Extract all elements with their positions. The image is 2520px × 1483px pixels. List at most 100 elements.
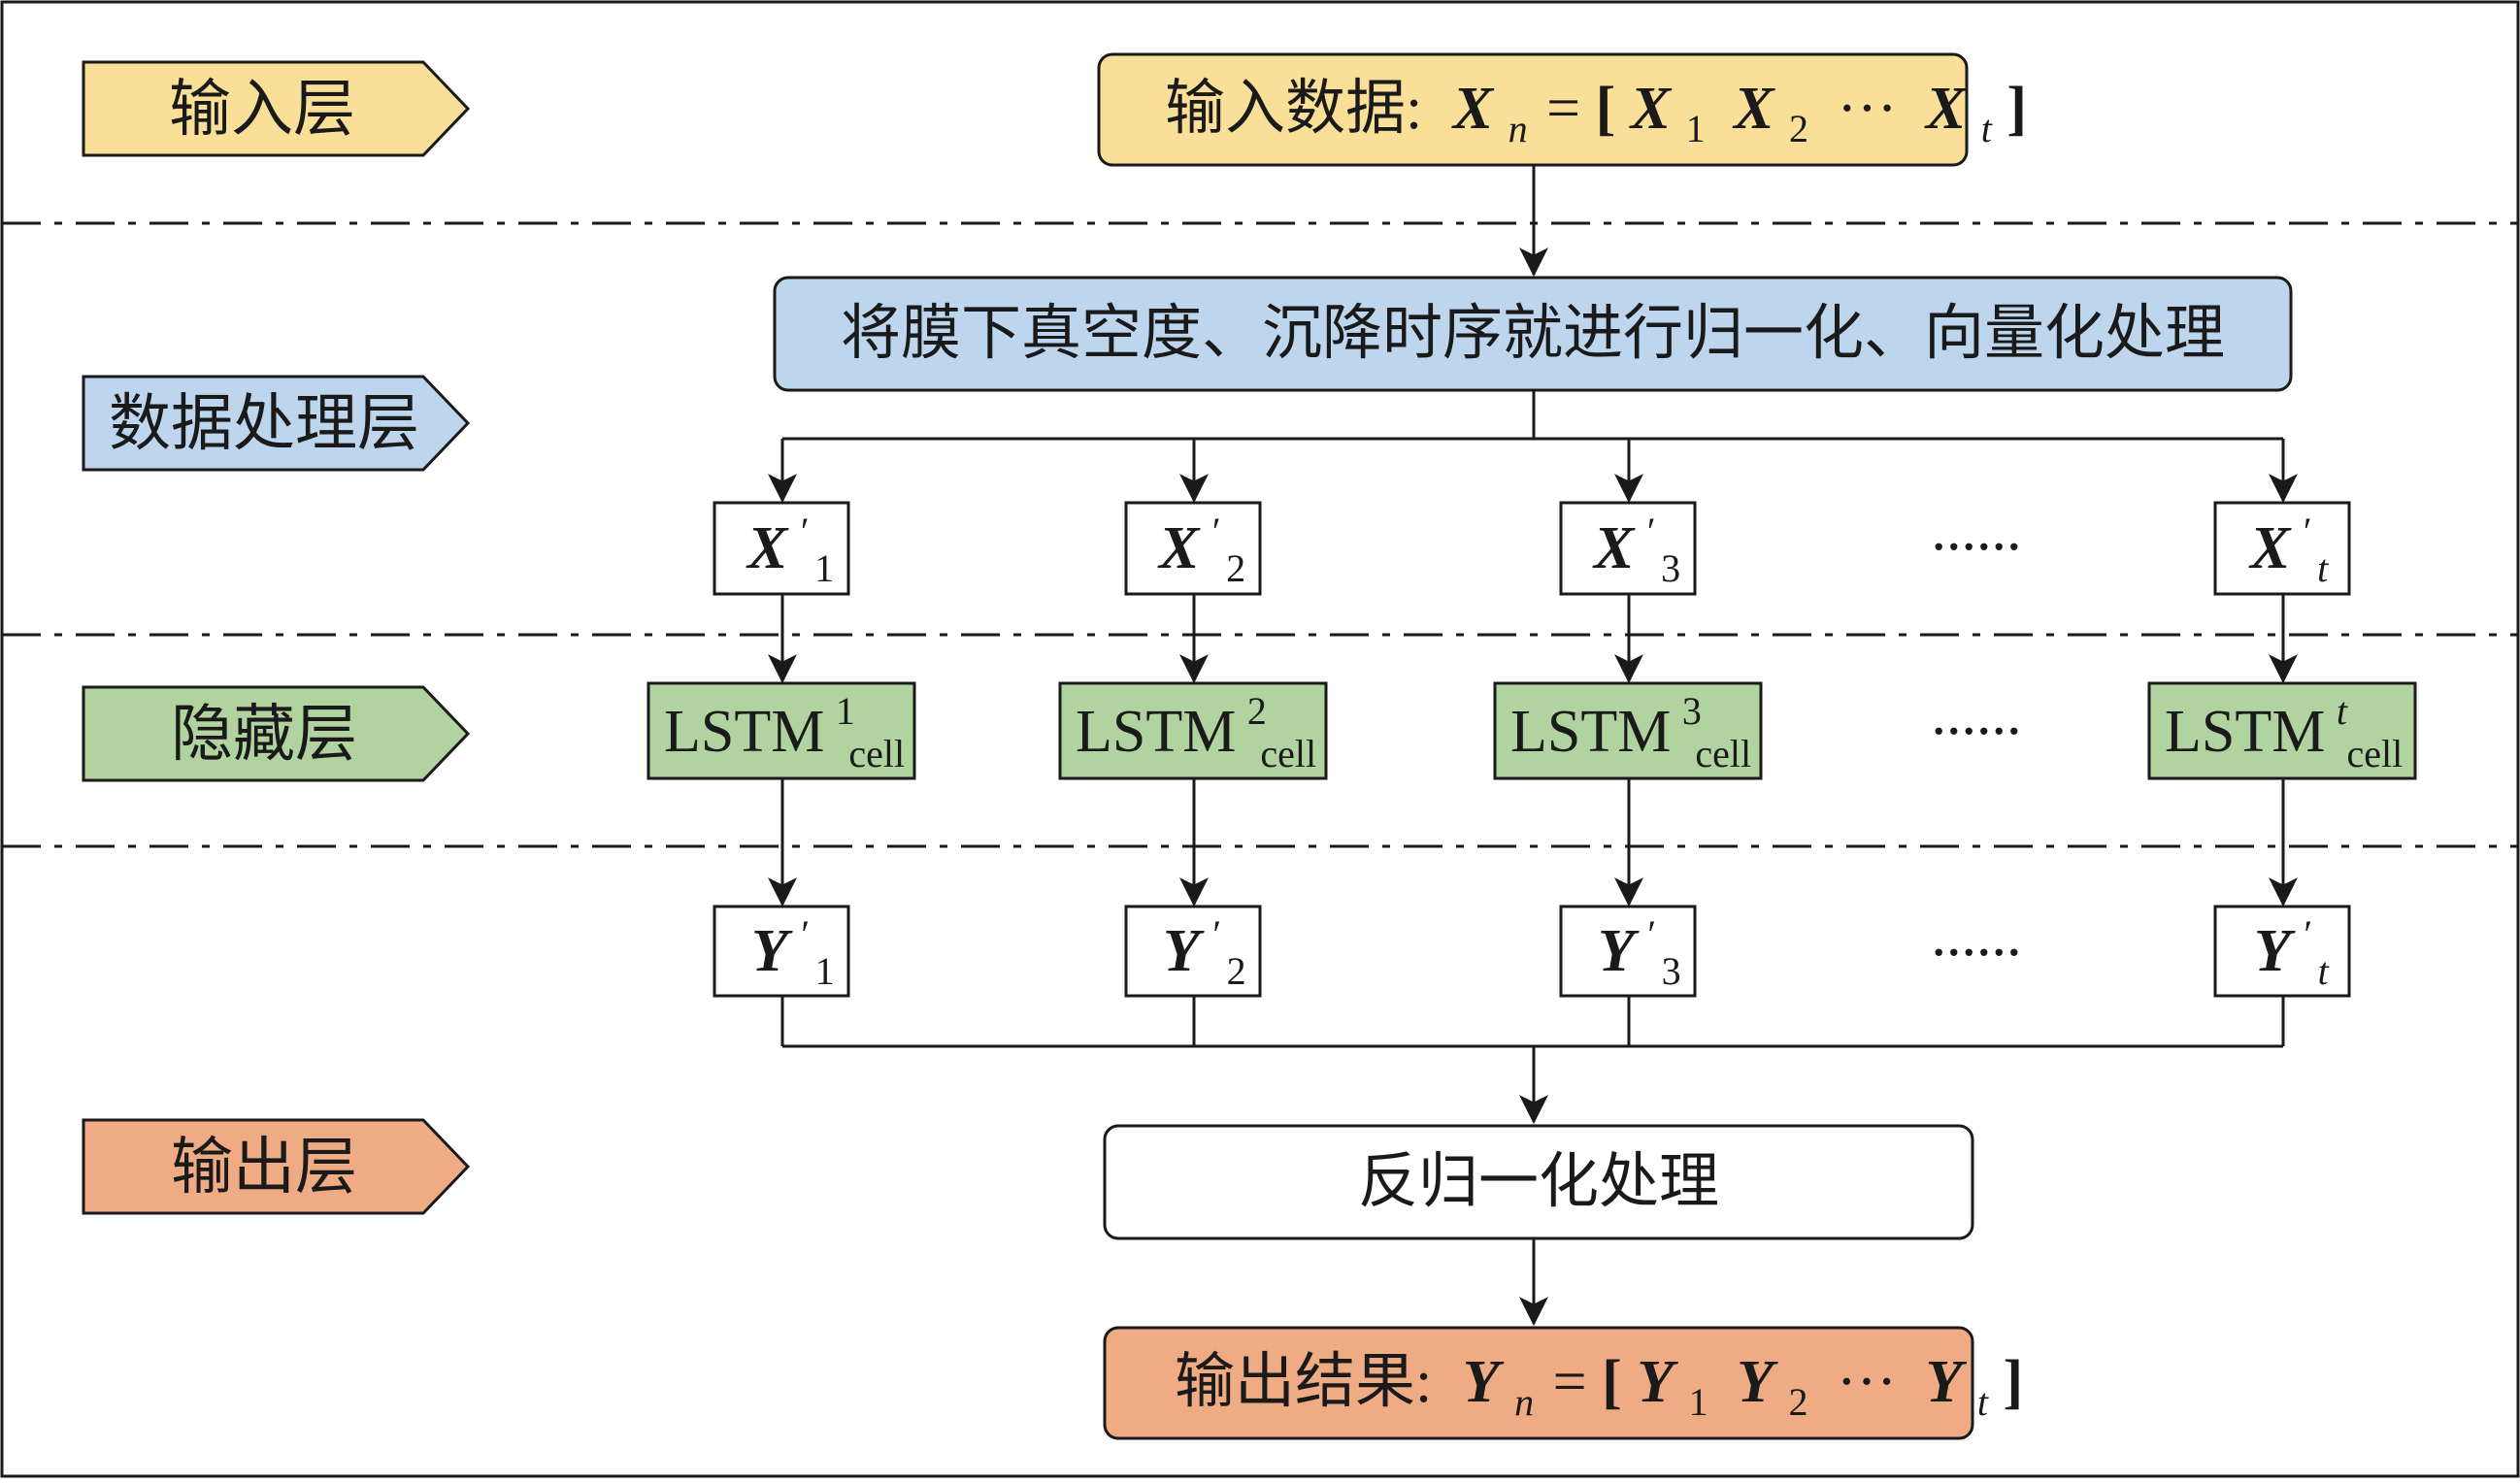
lstm-cell-t-box — [2147, 681, 2417, 780]
lstm-cell-3-sub: cell — [1695, 732, 1751, 775]
output-yt: Y — [1925, 1349, 1967, 1415]
y-node-2-box — [1124, 905, 1262, 998]
input-eq: = — [1546, 76, 1580, 142]
x-node-3-box — [1559, 501, 1697, 596]
x-node-3-label: X ′ 3 — [1592, 492, 1680, 590]
x-node-3-sub: 3 — [1661, 546, 1680, 590]
output-rbr: ] — [2003, 1349, 2023, 1415]
lstm-cell-3-text: LSTM — [1510, 699, 1671, 765]
y-node-t-var: Y — [2254, 918, 2296, 984]
x-node-2-label: X ′ 2 — [1157, 492, 1245, 590]
lstm-cell-1-box — [647, 681, 916, 780]
lstm-cell-2: LSTM 2 cell — [1058, 672, 1328, 780]
processing-box: 将膜下真空度、沉降时序就进行归一化、向量化处理 — [773, 276, 2293, 392]
input-data-formula: 输入数据: X n = [ X 1 X 2 ··· X t ] — [1165, 76, 2027, 155]
output-y2-sub: 2 — [1788, 1380, 1807, 1424]
output-layer-tag-shape — [82, 1118, 471, 1215]
input-xt: X — [1924, 76, 1968, 142]
lstm-cell-t-sup: t — [2337, 689, 2348, 733]
input-dots: ··· — [1837, 76, 1897, 142]
merge-lines — [780, 996, 2285, 1125]
lstm-cell-3-box — [1493, 681, 1763, 780]
processing-layer-label: 数据处理层 — [109, 389, 419, 458]
layer-label-output: 输出层 — [82, 1118, 471, 1215]
output-y2: Y — [1737, 1349, 1778, 1415]
output-var: Y — [1463, 1349, 1505, 1415]
x-node-3: X ′ 3 — [1559, 492, 1697, 596]
x-node-t-label: X ′ t — [2248, 492, 2329, 590]
layer-label-processing: 数据处理层 — [82, 375, 471, 472]
input-layer-label: 输入层 — [169, 75, 355, 144]
output-layer-label: 输出层 — [171, 1133, 357, 1202]
input-var-sub: n — [1509, 107, 1528, 150]
x-node-1-var: X — [746, 515, 789, 581]
processing-layer-tag-shape — [82, 375, 471, 472]
x-node-2-var: X — [1157, 515, 1201, 581]
y-node-t-label: Y ′ t — [2254, 895, 2330, 993]
x-node-t-var: X — [2248, 515, 2292, 581]
output-y1: Y — [1637, 1349, 1678, 1415]
lstm-cell-1-sup: 1 — [836, 689, 855, 733]
output-y1-sub: 1 — [1689, 1380, 1708, 1424]
input-rbr: ] — [2006, 76, 2027, 142]
lstm-cell-t: LSTM t cell — [2147, 672, 2417, 780]
y-ellipsis: ...... — [1932, 903, 2022, 969]
lstm-cell-t-text: LSTM — [2165, 699, 2325, 765]
lstm-cell-3-label: LSTM 3 cell — [1510, 672, 1751, 775]
x-node-1-label: X ′ 1 — [746, 492, 834, 590]
x-node-2-sub: 2 — [1226, 546, 1245, 590]
lstm-cell-1-text: LSTM — [664, 699, 824, 765]
x-node-1-box — [713, 501, 850, 596]
denorm-box-label: 反归一化处理 — [1358, 1149, 1719, 1215]
lstm-cell-3-sup: 3 — [1682, 689, 1702, 733]
output-result-formula: 输出结果: Y n = [ Y 1 Y 2 ··· Y t ] — [1175, 1349, 2023, 1429]
lstm-cell-2-label: LSTM 2 cell — [1076, 672, 1316, 775]
y-node-3-var: Y — [1598, 918, 1640, 984]
y-node-3: Y ′ 3 — [1559, 905, 1697, 998]
x-node-1-prime: ′ — [801, 510, 810, 553]
lstm-ellipsis: ...... — [1932, 681, 2022, 747]
y-node-1-var: Y — [751, 918, 793, 984]
x-node-2-box — [1124, 501, 1262, 596]
x-node-t-prime: ′ — [2304, 510, 2312, 553]
output-var-sub: n — [1514, 1380, 1534, 1424]
lstm-cell-2-box — [1058, 681, 1328, 780]
y-node-t: Y ′ t — [2213, 895, 2351, 998]
distribution-lines — [768, 390, 2298, 504]
output-yt-sub: t — [1977, 1380, 1989, 1424]
input-var: X — [1451, 76, 1495, 142]
lstm-cell-2-text: LSTM — [1076, 699, 1236, 765]
input-x1: X — [1629, 76, 1673, 142]
denorm-box-shape — [1103, 1124, 1974, 1240]
input-data-box: 输入数据: X n = [ X 1 X 2 ··· X t ] — [1097, 52, 2027, 167]
hidden-layer-label: 隐藏层 — [171, 700, 357, 769]
y-node-2-label: Y ′ 2 — [1163, 895, 1246, 993]
output-lbr: [ — [1602, 1349, 1622, 1415]
lstm-cell-3: LSTM 3 cell — [1493, 672, 1763, 780]
layer-separators — [2, 221, 2518, 848]
lstm-cell-t-label: LSTM t cell — [2165, 672, 2403, 775]
layer-label-hidden: 隐藏层 — [82, 685, 471, 782]
y-node-1: Y ′ 1 — [713, 905, 850, 998]
layer-label-input: 输入层 — [82, 60, 471, 157]
y-node-2-var: Y — [1163, 918, 1205, 984]
lstm-cell-t-sub: cell — [2346, 732, 2403, 775]
y-node-3-prime: ′ — [1647, 912, 1656, 956]
y-node-2: Y ′ 2 — [1124, 895, 1262, 998]
arrows-lstm-to-y — [768, 778, 2298, 907]
output-result-box-shape — [1103, 1326, 1974, 1440]
y-node-t-box — [2213, 905, 2351, 998]
x-ellipsis: ...... — [1932, 497, 2022, 563]
hidden-layer-tag-shape — [82, 685, 471, 782]
lstm-cell-1-sub: cell — [848, 732, 905, 775]
arrows-x-to-lstm — [768, 594, 2298, 684]
lstm-cell-2-sup: 2 — [1247, 689, 1267, 733]
y-node-t-prime: ′ — [2304, 912, 2312, 956]
output-result-box: 输出结果: Y n = [ Y 1 Y 2 ··· Y t ] — [1103, 1326, 2023, 1440]
y-node-1-prime: ′ — [801, 912, 810, 956]
input-x1-sub: 1 — [1686, 107, 1706, 150]
input-data-prefix: 输入数据: — [1165, 76, 1422, 142]
